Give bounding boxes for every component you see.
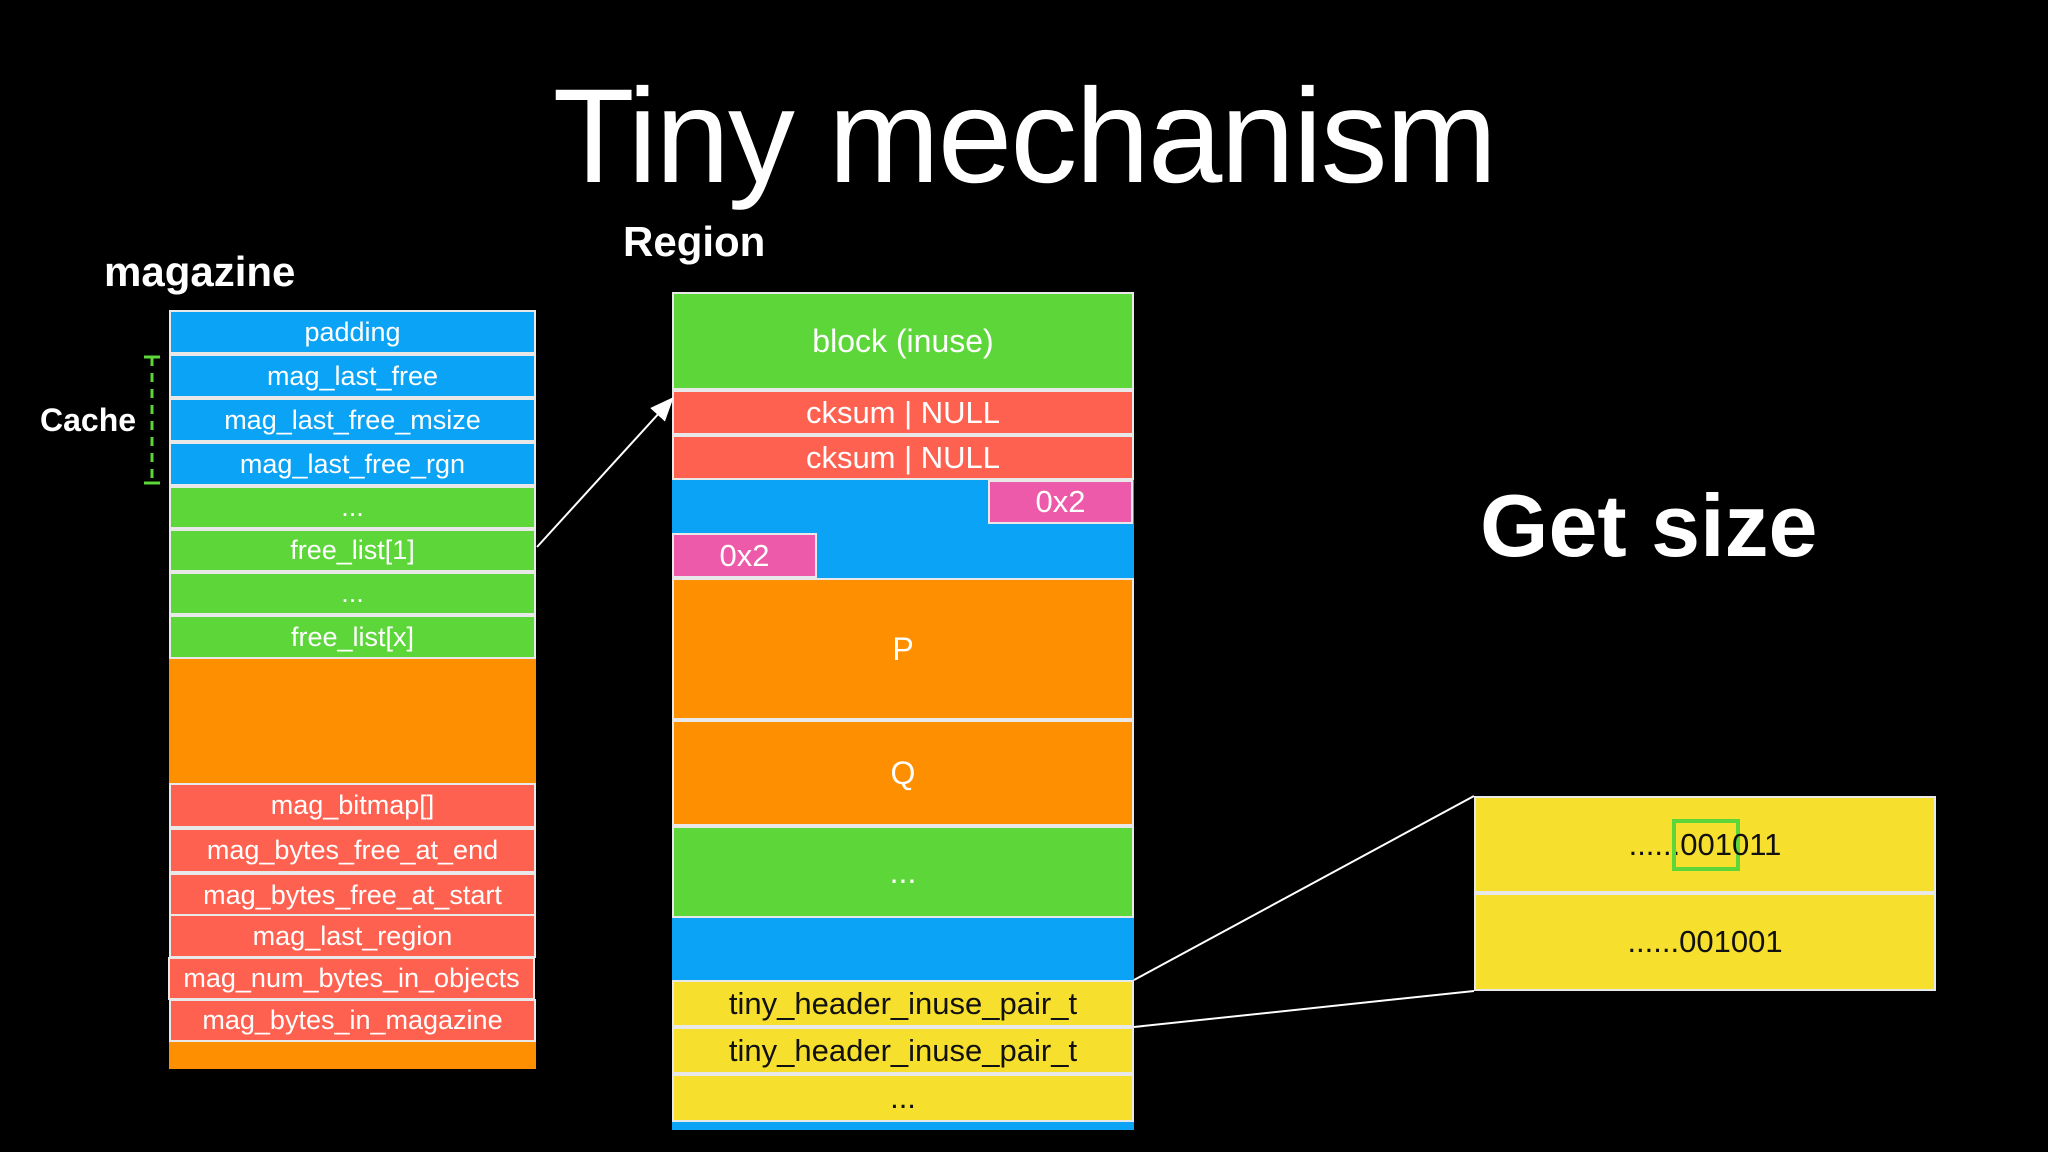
magazine-orange-gap (169, 659, 536, 783)
region-size-upper: 0x2 (988, 480, 1133, 524)
cache-bracket (144, 355, 160, 485)
bits-highlight: 001 (1672, 818, 1740, 871)
magazine-field-mag-last-region: mag_last_region (169, 914, 536, 958)
zoom-line-bottom (1133, 990, 1475, 1028)
zoom-line-top (1133, 795, 1475, 981)
magazine-field-mag-last-free-msize: mag_last_free_msize (169, 398, 536, 442)
magazine-field-mag-num-bytes-in-objects: mag_num_bytes_in_objects (168, 957, 535, 1000)
bits-row-1-suffix: 011 (1732, 826, 1782, 862)
magazine-field-mag-bytes-in-magazine: mag_bytes_in_magazine (169, 999, 536, 1042)
free-list-arrow (536, 397, 674, 548)
magazine-label: magazine (104, 248, 296, 295)
region-header-2: tiny_header_inuse_pair_t (672, 1027, 1134, 1074)
magazine-field-mag-bytes-free-at-start: mag_bytes_free_at_start (169, 873, 536, 917)
region-header-ellipsis: ... (672, 1074, 1134, 1122)
region-block-p: P (672, 578, 1134, 720)
magazine-field-mag-last-free: mag_last_free (169, 354, 536, 398)
region-cksum-2: cksum | NULL (672, 435, 1134, 480)
magazine-field-mag-last-free-rgn: mag_last_free_rgn (169, 442, 536, 486)
cache-label: Cache (40, 402, 137, 438)
magazine-field-ellipsis-1: ... (169, 486, 536, 529)
region-block-ellipsis: ... (672, 826, 1134, 918)
magazine-field-free-list-x: free_list[x] (169, 615, 536, 659)
region-bottom-strip (672, 1122, 1134, 1130)
bits-row-2: ......001001 (1474, 893, 1936, 991)
bits-row-1-prefix: ...... (1628, 826, 1681, 862)
get-size-label: Get size (1480, 476, 1818, 575)
region-block-q: Q (672, 720, 1134, 826)
region-blue-gap (672, 918, 1134, 980)
magazine-field-mag-bitmap: mag_bitmap[] (169, 783, 536, 828)
region-block-inuse: block (inuse) (672, 292, 1134, 390)
magazine-field-padding: padding (169, 310, 536, 354)
region-header-1: tiny_header_inuse_pair_t (672, 980, 1134, 1027)
magazine-field-ellipsis-2: ... (169, 572, 536, 615)
magazine-field-free-list-1: free_list[1] (169, 529, 536, 572)
region-label: Region (623, 218, 766, 265)
magazine-orange-tail (169, 1042, 536, 1069)
slide-title: Tiny mechanism (552, 62, 1498, 211)
region-size-lower: 0x2 (672, 533, 817, 578)
magazine-field-mag-bytes-free-at-end: mag_bytes_free_at_end (169, 828, 536, 873)
